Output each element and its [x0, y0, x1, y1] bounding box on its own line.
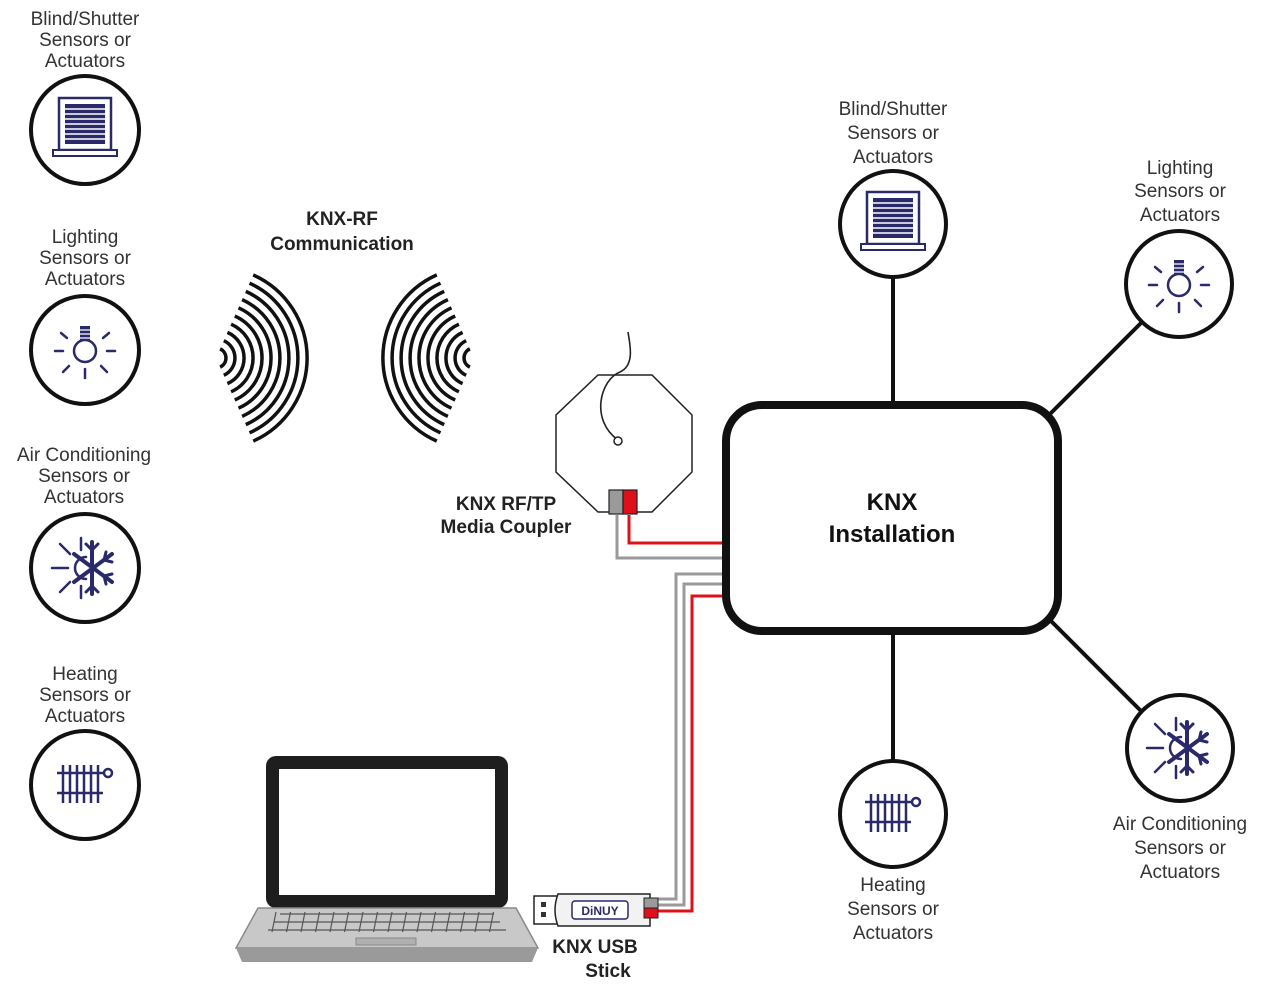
rf-waves: KNX-RF Communication: [219, 209, 471, 443]
rf-label-line1: KNX-RF: [306, 209, 378, 230]
device-label: Actuators: [1140, 205, 1220, 226]
device-label: Sensors or: [1134, 838, 1227, 859]
laptop: [234, 756, 540, 962]
rf-wave-arc: [245, 289, 291, 427]
right-device-heating: Heating Sensors or Actuators: [838, 759, 948, 944]
device-label: Sensors or: [847, 123, 940, 144]
rf-wave-arc: [408, 298, 449, 418]
installation-title: KNX: [867, 489, 918, 516]
device-label: Heating: [52, 664, 118, 685]
blind-icon: [859, 190, 927, 252]
rf-label-line2: Communication: [270, 234, 414, 255]
usb-label-line2: Stick: [585, 961, 631, 982]
right-device-aircon: Air Conditioning Sensors or Actuators: [1113, 693, 1247, 883]
usb-stick: DiNUY KNX USB Stick: [533, 893, 659, 982]
right-device-lighting: Lighting Sensors or Actuators: [1124, 158, 1234, 339]
device-label: Sensors or: [1134, 181, 1227, 202]
left-device-heating: Heating Sensors or Actuators: [29, 664, 141, 841]
coupler-label-line2: Media Coupler: [441, 517, 573, 538]
media-coupler: KNX RF/TP Media Coupler: [441, 331, 693, 538]
rf-wave-arc: [219, 347, 228, 369]
rf-wave-arc: [453, 339, 468, 377]
device-label: Lighting: [52, 227, 119, 248]
rf-wave-arc: [399, 289, 445, 427]
rf-wave-right: [381, 273, 471, 443]
left-device-lighting: Lighting Sensors or Actuators: [29, 227, 141, 406]
device-label: Blind/Shutter: [839, 99, 948, 120]
knx-installation: KNX Installation: [722, 401, 1062, 635]
usb-red-wire: [655, 594, 728, 913]
device-label: Actuators: [44, 487, 124, 508]
usb-grey-wire-1: [655, 572, 728, 901]
device-label: Sensors or: [38, 466, 131, 487]
blind-icon: [51, 96, 119, 158]
rf-wave-arc: [226, 330, 246, 386]
antenna-base: [613, 436, 623, 446]
left-device-blind: Blind/Shutter Sensors or Actuators: [29, 9, 141, 186]
rf-wave-arc: [390, 281, 442, 435]
usb-label-line1: KNX USB: [552, 937, 638, 958]
device-label: Sensors or: [39, 685, 132, 706]
rf-wave-arc: [462, 347, 471, 369]
installation-box: [722, 401, 1062, 635]
right-device-blind: Blind/Shutter Sensors or Actuators: [838, 99, 948, 279]
coupler-terminal-grey: [608, 489, 624, 515]
rf-wave-arc: [426, 314, 456, 402]
device-label: Actuators: [1140, 862, 1220, 883]
device-label: Heating: [860, 875, 926, 896]
usb-wires: [655, 572, 728, 913]
device-label: Sensors or: [39, 30, 132, 51]
device-label: Actuators: [45, 269, 125, 290]
usb-brand: DiNUY: [581, 904, 618, 918]
coupler-red-wire: [627, 515, 728, 545]
usb-brand-plate: [571, 900, 629, 920]
rf-wave-left: [219, 273, 309, 443]
laptop-touchpad: [355, 937, 417, 946]
coupler-wires: [615, 515, 728, 560]
usb-grey-wire-2: [655, 582, 728, 907]
rf-wave-arc: [381, 273, 438, 443]
usb-plug: [533, 895, 559, 925]
rf-wave-arc: [237, 306, 273, 410]
device-label: Actuators: [853, 147, 933, 168]
device-label: Blind/Shutter: [31, 9, 140, 30]
laptop-screen: [279, 769, 495, 895]
device-label: Air Conditioning: [17, 445, 151, 466]
rf-wave-arc: [222, 339, 237, 377]
link-lighting: [1048, 321, 1143, 416]
laptop-keys: [268, 911, 506, 933]
device-label: Actuators: [853, 923, 933, 944]
link-aircon: [1048, 618, 1144, 714]
left-device-aircon: Air Conditioning Sensors or Actuators: [17, 445, 151, 624]
rf-wave-arc: [435, 322, 460, 394]
device-label: Lighting: [1147, 158, 1214, 179]
rf-wave-arc: [241, 298, 282, 418]
device-label: Sensors or: [847, 899, 940, 920]
rf-wave-arc: [417, 306, 453, 410]
rf-wave-arc: [248, 281, 300, 435]
laptop-base: [236, 948, 538, 962]
device-label: Actuators: [45, 706, 125, 727]
device-label: Actuators: [45, 51, 125, 72]
device-label: Air Conditioning: [1113, 814, 1247, 835]
device-label: Sensors or: [39, 248, 132, 269]
rf-wave-arc: [252, 273, 309, 443]
rf-wave-arc: [230, 322, 255, 394]
antenna-icon: [600, 331, 632, 441]
coupler-housing: [555, 374, 693, 513]
rf-wave-arc: [234, 314, 264, 402]
installation-subtitle: Installation: [829, 521, 956, 548]
coupler-label-line1: KNX RF/TP: [456, 494, 557, 515]
coupler-grey-wire: [615, 515, 728, 560]
rf-wave-arc: [444, 330, 464, 386]
coupler-terminal-red: [622, 489, 638, 515]
